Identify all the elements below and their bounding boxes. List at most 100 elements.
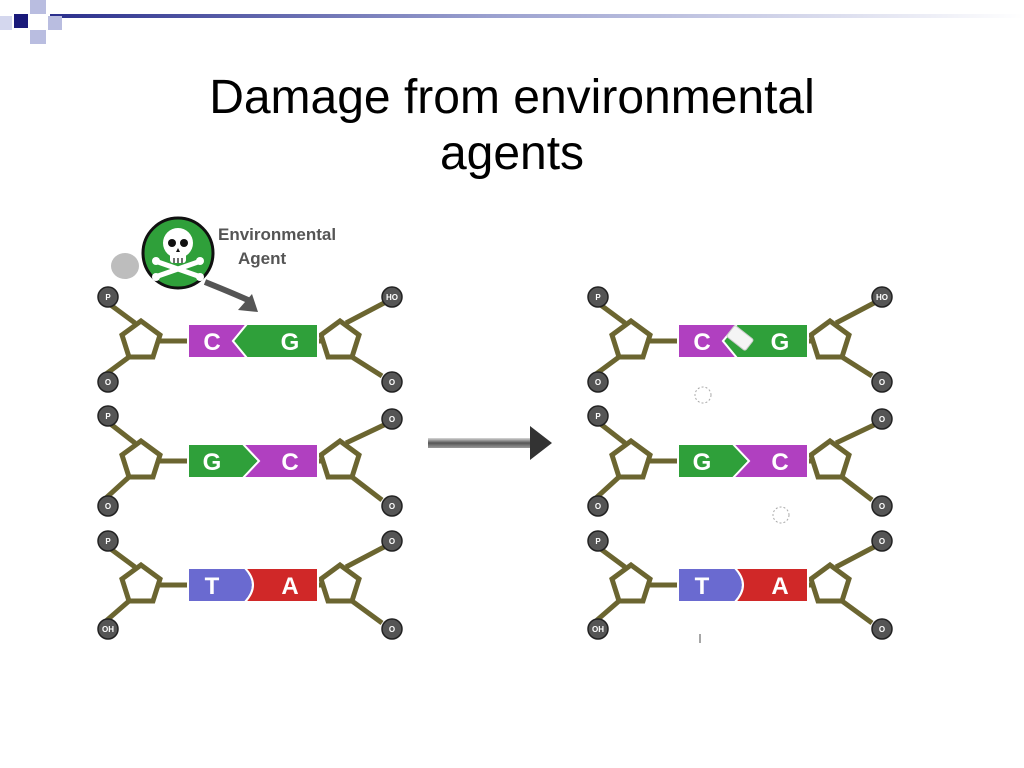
backbone-bond	[104, 599, 131, 623]
terminal-label: HO	[876, 293, 888, 302]
terminal-label: O	[389, 502, 395, 511]
backbone-bond	[594, 599, 621, 623]
agent-shadow	[111, 253, 139, 279]
base-letter-C: C	[693, 329, 710, 356]
terminal-label: P	[595, 293, 601, 302]
slide-title-line-1: Damage from environmental	[209, 71, 815, 124]
backbone-bond	[594, 354, 621, 377]
environmental-agent: Environmental Agent	[111, 216, 336, 312]
terminal-o	[381, 408, 403, 430]
damage-marks	[694, 325, 790, 643]
backbone-bond	[834, 422, 876, 446]
backbone-bond	[840, 354, 874, 379]
base-letter-C: C	[771, 449, 788, 476]
terminal-o	[587, 371, 609, 393]
sugar-ring	[808, 317, 852, 360]
backbone-bond	[834, 544, 876, 570]
terminal-o	[381, 495, 403, 517]
base-letter-A: A	[771, 573, 788, 600]
lesion-mark	[772, 506, 790, 524]
terminal-label: O	[595, 378, 601, 387]
base-letter-C: C	[203, 329, 220, 356]
backbone-bond	[350, 598, 384, 626]
sugar-ring	[119, 317, 163, 360]
damaged-base-fragment	[726, 325, 754, 351]
corner-square	[30, 0, 46, 14]
slide-title: Damage from environmental agents	[0, 70, 1024, 182]
backbone-bond	[350, 475, 384, 502]
terminal-label: O	[879, 537, 885, 546]
base-letter-G: G	[771, 329, 790, 356]
terminal-o	[381, 530, 403, 552]
terminal-o	[871, 371, 893, 393]
terminal-p	[97, 286, 119, 308]
base-letter-T: T	[695, 573, 710, 600]
base-right-C	[240, 443, 319, 479]
agent-label-line-1: Environmental	[218, 225, 336, 244]
sugar-ring	[318, 437, 362, 480]
terminal-o	[871, 408, 893, 430]
sugar-ring	[609, 437, 653, 480]
backbone-bond	[344, 544, 386, 570]
backbone-bond	[344, 300, 386, 326]
sugar-ring	[318, 317, 362, 360]
backbone-bond	[594, 475, 621, 500]
terminal-o	[871, 530, 893, 552]
terminal-p	[97, 530, 119, 552]
terminal-ho	[871, 286, 893, 308]
corner-decoration	[0, 0, 1024, 44]
terminal-p	[587, 286, 609, 308]
terminal-label: P	[595, 537, 601, 546]
terminal-label: O	[389, 415, 395, 424]
terminal-label: O	[879, 378, 885, 387]
base-right-C	[730, 443, 809, 479]
agent-pointer-arrow	[203, 279, 250, 303]
backbone-bond	[104, 475, 131, 500]
base-letter-A: A	[281, 573, 298, 600]
base-right-A	[732, 567, 809, 603]
terminal-label: O	[105, 378, 111, 387]
agent-label-line-2: Agent	[238, 249, 287, 268]
skull-icon	[152, 228, 204, 281]
terminal-p	[97, 405, 119, 427]
terminal-label: P	[105, 412, 111, 421]
terminal-label: O	[389, 625, 395, 634]
header-rule	[50, 14, 1024, 18]
terminal-o	[871, 495, 893, 517]
base-letter-T: T	[205, 573, 220, 600]
sugar-ring	[609, 561, 653, 604]
terminal-label: P	[595, 412, 601, 421]
backbone-bond	[840, 598, 874, 626]
base-right-A	[242, 567, 319, 603]
backbone-bond	[350, 354, 384, 379]
base-letter-G: G	[693, 449, 712, 476]
terminal-p	[587, 405, 609, 427]
sugar-ring	[808, 437, 852, 480]
terminal-o	[97, 495, 119, 517]
backbone-bond	[840, 475, 874, 502]
base-letter-G: G	[281, 329, 300, 356]
terminal-oh	[587, 618, 609, 640]
sugar-ring	[119, 561, 163, 604]
corner-square	[30, 30, 46, 44]
terminal-label: O	[389, 537, 395, 546]
terminal-label: P	[105, 537, 111, 546]
terminal-label: O	[595, 502, 601, 511]
terminal-o	[381, 618, 403, 640]
sugar-ring	[119, 437, 163, 480]
terminal-o	[871, 618, 893, 640]
terminal-ho	[381, 286, 403, 308]
corner-square	[48, 16, 62, 30]
sugar-ring	[318, 561, 362, 604]
terminal-label: O	[879, 415, 885, 424]
corner-square	[14, 14, 28, 28]
terminal-label: HO	[386, 293, 398, 302]
sugar-ring	[808, 561, 852, 604]
terminal-o	[97, 371, 119, 393]
terminal-label: O	[389, 378, 395, 387]
terminal-label: O	[105, 502, 111, 511]
terminal-label: P	[105, 293, 111, 302]
corner-square	[0, 16, 12, 30]
